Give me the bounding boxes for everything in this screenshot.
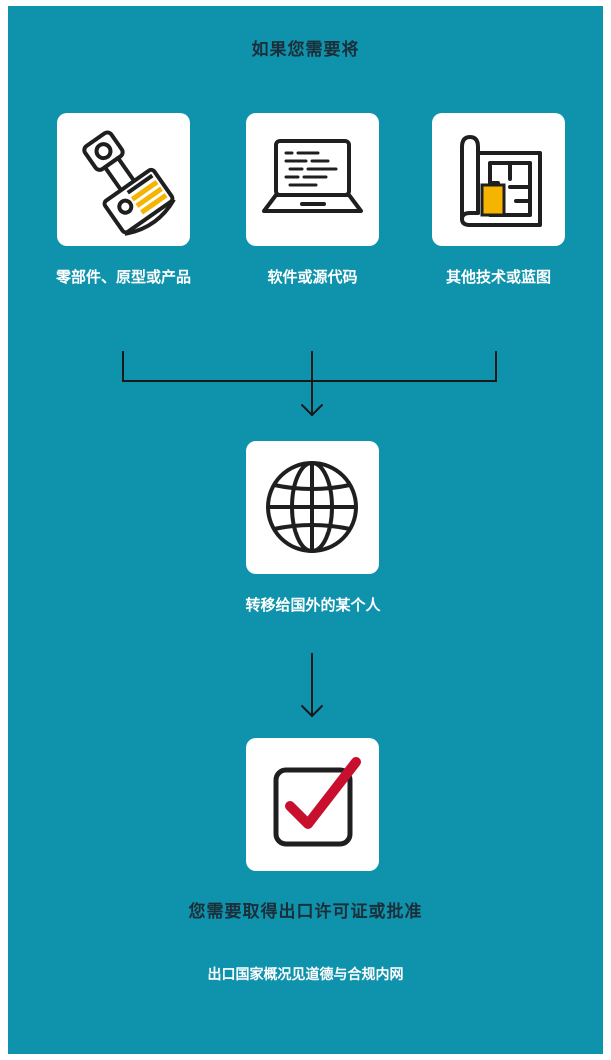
engine-part-icon [82, 130, 176, 236]
parts-label: 零部件、原型或产品 [55, 268, 191, 286]
checkbox-checked-icon [273, 757, 361, 847]
footnote-text: 出口国家概况见道德与合规内网 [207, 967, 404, 983]
result-text: 您需要取得出口许可证或批准 [188, 902, 423, 922]
blueprint-label: 其他技术或蓝图 [445, 268, 551, 286]
blueprint-icon [460, 135, 542, 227]
transfer-label: 转移给国外的某个人 [245, 596, 381, 614]
result-card [246, 738, 379, 871]
software-label: 软件或源代码 [267, 268, 358, 286]
page-title: 如果您需要将 [251, 40, 360, 60]
transfer-card [246, 441, 379, 574]
globe-icon [266, 461, 358, 553]
software-card [246, 113, 379, 246]
laptop-code-icon [262, 139, 363, 213]
blueprint-card [432, 113, 565, 246]
parts-card [57, 113, 190, 246]
